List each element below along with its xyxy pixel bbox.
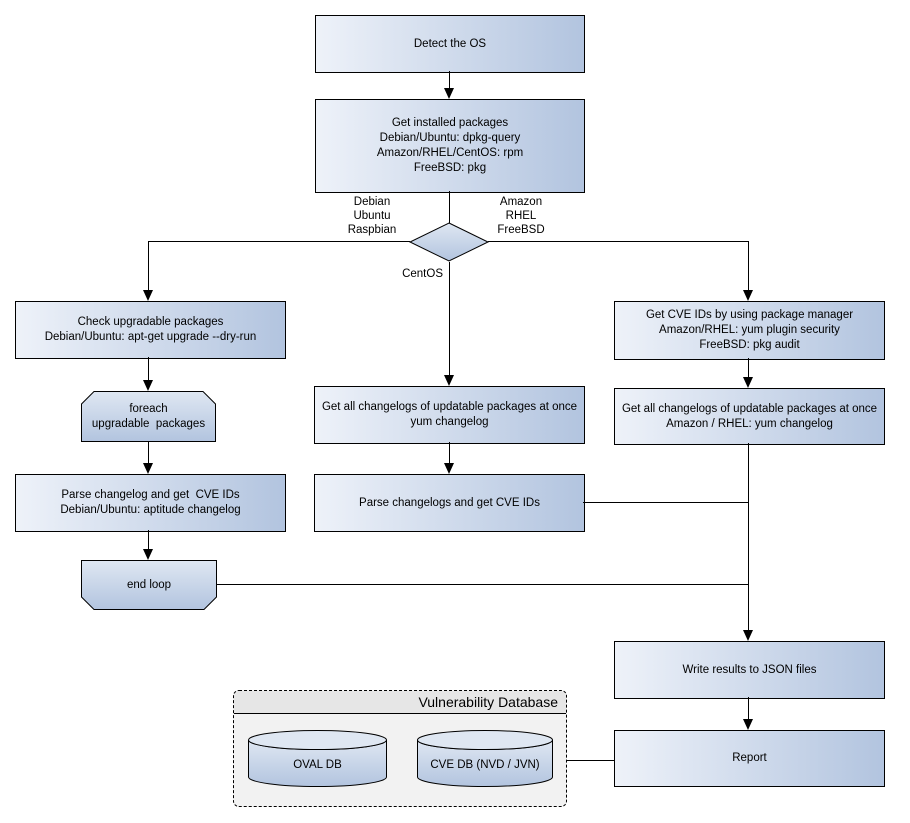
- arrowhead-icon: [143, 380, 153, 391]
- arrowhead-icon: [443, 88, 454, 99]
- arrowhead-icon: [143, 549, 153, 560]
- connector-line: [748, 241, 749, 291]
- arrowhead-icon: [143, 290, 153, 301]
- arrowhead-icon: [743, 290, 753, 301]
- connector-line: [567, 760, 614, 761]
- decision-diamond-os: [408, 222, 490, 262]
- loop-end-shape: [81, 560, 217, 610]
- vulnerability-database-header: Vulnerability Database: [234, 691, 566, 714]
- connector-line: [488, 241, 748, 242]
- arrowhead-icon: [743, 719, 753, 730]
- vulnerability-database-title: Vulnerability Database: [418, 694, 558, 710]
- connector-line: [448, 191, 450, 223]
- node-parse-changelog-left: Parse changelog and get CVE IDs Debian/U…: [15, 474, 286, 532]
- node-get-changelogs-amazon-rhel: Get all changelogs of updatable packages…: [614, 388, 885, 445]
- connector-line: [216, 584, 748, 585]
- db-cylinder-oval-shape: [248, 730, 387, 787]
- arrowhead-icon: [443, 463, 454, 474]
- edge-label-debian-ubuntu-raspbian: Debian Ubuntu Raspbian: [347, 196, 397, 236]
- edge-label-amazon-rhel-freebsd: Amazon RHEL FreeBSD: [497, 196, 545, 236]
- arrowhead-icon: [743, 377, 753, 388]
- node-write-results-json: Write results to JSON files: [614, 641, 885, 699]
- connector-line: [148, 357, 149, 381]
- connector-line: [148, 530, 149, 550]
- node-get-changelogs-centos: Get all changelogs of updatable packages…: [314, 386, 585, 444]
- connector-line: [148, 241, 149, 291]
- loop-start-foreach-shape: [81, 391, 216, 442]
- connector-line: [148, 241, 410, 242]
- node-get-cve-ids-pkg-manager: Get CVE IDs by using package manager Ama…: [614, 301, 885, 360]
- connector-line: [448, 442, 450, 464]
- connector-line: [148, 442, 149, 464]
- arrowhead-icon: [443, 375, 454, 386]
- connector-line: [748, 443, 749, 631]
- connector-line: [748, 697, 749, 720]
- connector-line: [448, 71, 450, 90]
- arrowhead-icon: [743, 630, 753, 641]
- node-report: Report: [614, 730, 885, 787]
- connector-line: [448, 262, 450, 376]
- node-detect-os: Detect the OS: [315, 15, 585, 73]
- arrowhead-icon: [143, 463, 153, 474]
- node-get-installed-packages: Get installed packages Debian/Ubuntu: dp…: [315, 99, 585, 193]
- connector-line: [583, 502, 748, 503]
- node-check-upgradable-packages: Check upgradable packages Debian/Ubuntu:…: [15, 301, 286, 359]
- node-parse-changelogs-centos: Parse changelogs and get CVE IDs: [314, 474, 585, 532]
- connector-line: [748, 358, 749, 378]
- edge-label-centos: CentOS: [402, 268, 443, 280]
- db-cylinder-cve-shape: [417, 730, 553, 787]
